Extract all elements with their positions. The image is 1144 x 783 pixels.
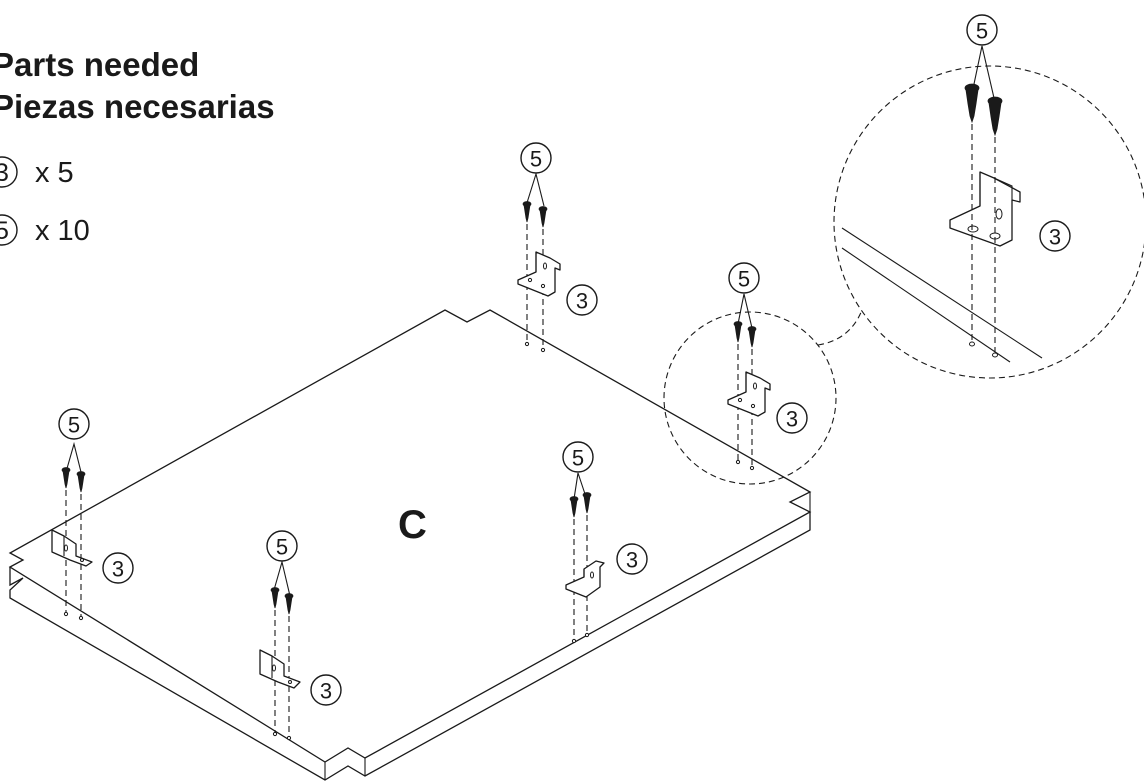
screw-pair [270, 587, 294, 741]
assembly-points: 5 3 [51, 142, 808, 741]
board-c: C [8, 309, 812, 781]
bracket [565, 560, 605, 598]
board-label: C [398, 503, 427, 547]
detail-screw-callout: 5 [966, 14, 998, 99]
detail-bracket [949, 171, 1021, 247]
detail-connector [817, 309, 863, 346]
assembly-point: 5 3 [517, 142, 598, 353]
detail-board-edge [841, 247, 1011, 363]
part-number: 3 [0, 159, 9, 187]
screw-pair [733, 321, 757, 471]
bracket [727, 371, 771, 417]
bracket-callout-number: 3 [626, 548, 638, 573]
detail-magnifier: 5 3 [663, 14, 1144, 485]
bracket-callout-number: 3 [112, 557, 124, 582]
screw-callout-number: 5 [572, 446, 584, 471]
parts-needed-panel: Parts needed Piezas necesarias 3 x 5 5 x… [0, 46, 275, 247]
part-bubble [0, 214, 18, 246]
bracket-callout: 3 [776, 402, 808, 434]
bracket [259, 649, 301, 689]
screw-callout-number: 5 [738, 267, 750, 292]
bracket [51, 529, 93, 567]
board-front-edge [9, 512, 811, 781]
screw-callout: 5 [728, 262, 760, 329]
part-quantity: x 10 [35, 215, 90, 247]
parts-item-bracket: 3 x 5 [0, 156, 74, 189]
screw-pair [522, 201, 548, 353]
parts-title-en: Parts needed [0, 46, 199, 83]
detail-screw-left [964, 83, 980, 347]
assembly-point: 5 3 [259, 530, 342, 741]
bracket-callout-number: 3 [320, 679, 332, 704]
part-quantity: x 5 [35, 157, 74, 189]
parts-title-es: Piezas necesarias [0, 88, 275, 125]
bracket-callout: 3 [616, 543, 648, 575]
screw-callout: 5 [520, 142, 552, 207]
bracket-callout: 3 [566, 284, 598, 316]
screw-callout-number: 5 [530, 147, 542, 172]
bracket-callout: 3 [102, 552, 134, 584]
screw-callout-number: 5 [68, 413, 80, 438]
assembly-point: 5 3 [51, 408, 134, 621]
screw-pair [569, 492, 592, 644]
screw-callout: 5 [58, 408, 90, 477]
bracket-callout-number: 3 [786, 407, 798, 432]
detail-screw-right [987, 96, 1003, 358]
screw-callout-number: 5 [276, 535, 288, 560]
bracket-callout-number: 3 [1049, 225, 1061, 250]
detail-zoom-circle [833, 65, 1144, 379]
parts-item-screw: 5 x 10 [0, 214, 90, 247]
detail-board-edge [841, 227, 1043, 359]
part-number: 5 [0, 217, 9, 245]
part-bubble [0, 156, 18, 188]
screw-callout: 5 [562, 441, 594, 500]
screw-callout-number: 5 [976, 19, 988, 44]
detail-source-circle [663, 311, 837, 485]
bracket [517, 251, 561, 297]
bracket-callout: 3 [310, 674, 342, 706]
bracket-callout-number: 3 [576, 289, 588, 314]
detail-bracket-callout: 3 [1039, 220, 1071, 252]
assembly-point: 5 3 [562, 441, 648, 644]
screw-callout: 5 [266, 530, 298, 597]
assembly-point: 5 3 [727, 262, 808, 471]
